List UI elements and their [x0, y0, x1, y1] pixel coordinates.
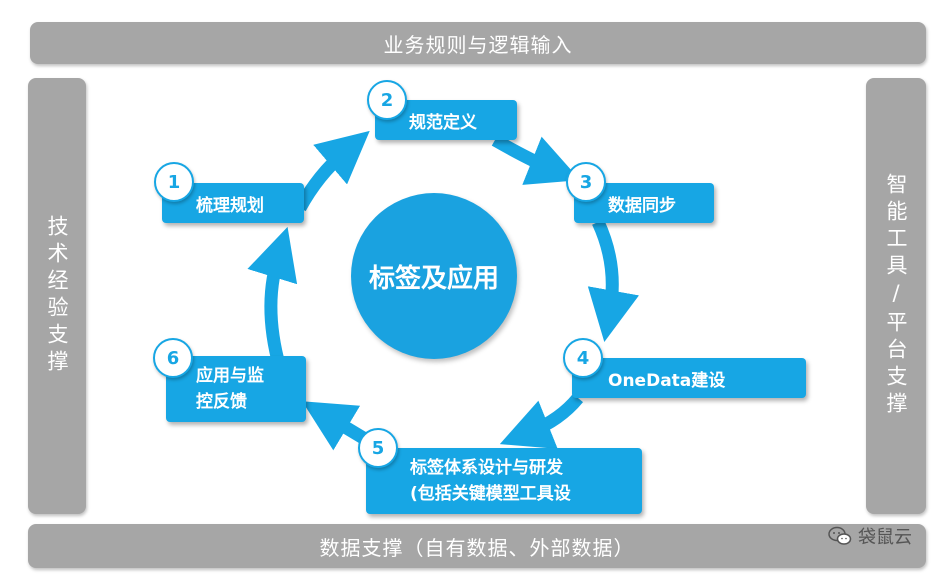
step-2-number: 2 — [367, 80, 407, 120]
step-5-number: 5 — [358, 428, 398, 468]
business-rules-label: 业务规则与逻辑输入 — [383, 32, 573, 57]
step-3-label: 数据同步 — [608, 195, 676, 216]
tech-experience-bar: 技术经验支撑 — [28, 78, 86, 514]
step-6-label-line-1: 应用与监 — [196, 366, 264, 386]
watermark: 袋鼠云 — [828, 524, 912, 548]
step-4-label: OneData建设 — [608, 370, 726, 391]
step-2-label: 规范定义 — [409, 112, 477, 133]
step-4-box: OneData建设 — [572, 358, 806, 398]
arrow-4-to-5 — [499, 393, 584, 449]
step-6-box: 应用与监 控反馈 — [166, 356, 306, 422]
business-rules-bar: 业务规则与逻辑输入 — [30, 22, 926, 64]
step-1-number: 1 — [154, 162, 194, 202]
tools-platform-label: 智能工具/平台支撑 — [884, 173, 908, 419]
arrow-2-to-3 — [491, 134, 581, 185]
center-circle: 标签及应用 — [351, 193, 517, 359]
wechat-icon — [828, 526, 852, 545]
step-5-label-line-2: (包括关键模型工具设 — [410, 484, 571, 504]
step-3-number: 3 — [566, 162, 606, 202]
data-support-label: 数据支撑（自有数据、外部数据） — [319, 535, 635, 560]
step-6-label-line-2: 控反馈 — [196, 392, 247, 412]
center-label: 标签及应用 — [368, 263, 499, 294]
arrow-3-to-4 — [587, 219, 640, 342]
step-6-number: 6 — [153, 338, 193, 378]
arrow-1-to-2 — [294, 130, 370, 212]
step-4-number: 4 — [563, 338, 603, 378]
tech-experience-label: 技术经验支撑 — [45, 215, 69, 377]
step-1-label: 梳理规划 — [196, 195, 264, 216]
step-5-label-line-1: 标签体系设计与研发 — [410, 458, 563, 478]
watermark-label: 袋鼠云 — [858, 527, 912, 548]
tools-platform-bar: 智能工具/平台支撑 — [866, 78, 926, 514]
step-5-box: 标签体系设计与研发 (包括关键模型工具设 — [366, 448, 642, 514]
data-support-bar: 数据支撑（自有数据、外部数据） — [28, 524, 926, 568]
